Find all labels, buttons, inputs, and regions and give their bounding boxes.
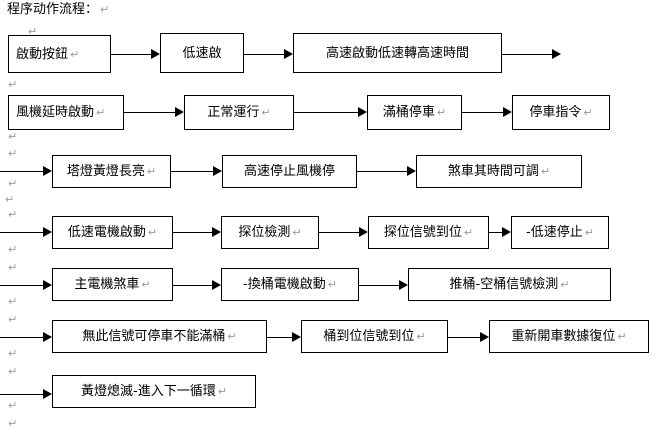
flow-node-n4[interactable]: 風機延時啟動↵ bbox=[8, 95, 124, 130]
paragraph-mark-icon: ↵ bbox=[28, 25, 38, 38]
flow-edge-n18-n19 bbox=[267, 332, 301, 343]
flow-node-n20[interactable]: 重新開車數據復位↵ bbox=[489, 320, 649, 353]
flow-edge-n13-n14 bbox=[489, 227, 511, 238]
flow-node-label: 高速啟動低速轉高速時間 bbox=[325, 45, 469, 61]
flow-node-n21[interactable]: 黃燈熄滅-進入下一循環↵ bbox=[52, 375, 256, 408]
paragraph-mark-icon: ↵ bbox=[141, 278, 151, 291]
paragraph-mark-icon: ↵ bbox=[8, 147, 18, 160]
paragraph-mark-icon: ↵ bbox=[8, 399, 18, 412]
flow-node-label: 啟動按鈕 bbox=[16, 46, 69, 62]
flow-node-label: 黃燈熄滅-進入下一循環 bbox=[81, 384, 216, 399]
paragraph-mark-icon: ↵ bbox=[292, 226, 302, 239]
flow-node-label: 風機延時啟動 bbox=[16, 105, 95, 120]
flow-node-n13[interactable]: 探位信號到位↵ bbox=[368, 216, 489, 249]
paragraph-mark-icon: ↵ bbox=[8, 177, 18, 190]
flow-node-label: 桶到位信號到位 bbox=[323, 329, 415, 344]
flow-node-n2[interactable]: 低速啟 bbox=[160, 33, 244, 73]
flow-edge-n15-n16 bbox=[173, 280, 221, 291]
paragraph-mark-icon: ↵ bbox=[8, 208, 18, 221]
paragraph-mark-icon: ↵ bbox=[8, 261, 18, 274]
flow-edge-n12-n13 bbox=[319, 227, 368, 238]
flow-node-n3[interactable]: 高速啟動低速轉高速時間 bbox=[293, 33, 502, 73]
flow-node-label: 塔燈黃燈長亮 bbox=[66, 164, 145, 179]
flow-node-n9[interactable]: 高速停止風機停 bbox=[222, 155, 357, 188]
flow-node-n14[interactable]: -低速停止↵ bbox=[511, 216, 609, 249]
flow-edge-n5-n6 bbox=[294, 107, 367, 118]
flow-edge-in-n8 bbox=[0, 166, 52, 177]
flow-node-n5[interactable]: 正常運行↵ bbox=[184, 95, 294, 130]
flow-node-label: 探位信號到位 bbox=[383, 225, 462, 240]
paragraph-mark-icon: ↵ bbox=[146, 165, 157, 178]
paragraph-mark-icon: ↵ bbox=[8, 78, 18, 91]
flow-edge-in-n18 bbox=[0, 332, 52, 343]
flow-node-label: -換桶電機啟動 bbox=[243, 277, 326, 292]
flow-node-n19[interactable]: 桶到位信號到位↵ bbox=[301, 320, 448, 353]
flow-edge-n3-out bbox=[502, 49, 562, 60]
flow-node-label: -低速停止 bbox=[526, 225, 583, 240]
paragraph-mark-icon: ↵ bbox=[8, 313, 18, 326]
flow-node-label: 主電機煞車 bbox=[74, 277, 140, 292]
paragraph-mark-icon: ↵ bbox=[327, 278, 337, 291]
flow-node-n6[interactable]: 滿桶停車↵ bbox=[367, 95, 462, 130]
page-title-text: 程序动作流程： bbox=[7, 2, 99, 17]
paragraph-mark-icon: ↵ bbox=[583, 106, 593, 119]
flow-node-n12[interactable]: 探位檢測↵ bbox=[221, 216, 319, 249]
flow-edge-n11-n12 bbox=[173, 227, 221, 238]
page-title: 程序动作流程：↵ bbox=[7, 2, 109, 18]
flow-edge-n9-n10 bbox=[357, 166, 416, 177]
flow-edge-n2-n3 bbox=[244, 49, 293, 60]
paragraph-mark-icon: ↵ bbox=[8, 347, 18, 360]
paragraph-mark-icon: ↵ bbox=[463, 226, 474, 239]
flow-node-n15[interactable]: 主電機煞車↵ bbox=[52, 268, 173, 301]
flow-node-label: 推桶-空桶信號檢測 bbox=[449, 277, 559, 292]
paragraph-mark-icon: ↵ bbox=[147, 226, 158, 239]
paragraph-mark-icon: ↵ bbox=[261, 106, 271, 119]
flow-edge-n1-n2 bbox=[111, 49, 160, 60]
flow-node-n18[interactable]: 無此信號可停車不能滿桶↵ bbox=[52, 320, 267, 353]
paragraph-mark-icon: ↵ bbox=[96, 106, 106, 119]
flow-node-label: 探位檢測 bbox=[238, 225, 291, 240]
flow-node-label: 無此信號可停車不能滿桶 bbox=[82, 329, 226, 344]
flow-edge-in-n11 bbox=[0, 227, 52, 238]
flow-edge-n4-n5 bbox=[124, 107, 184, 118]
paragraph-mark-icon: ↵ bbox=[8, 130, 18, 143]
flow-node-label: 低速電機啟動 bbox=[67, 225, 146, 240]
paragraph-mark-icon: ↵ bbox=[70, 47, 80, 61]
flow-node-label: 正常運行 bbox=[207, 105, 260, 120]
paragraph-mark-icon: ↵ bbox=[584, 226, 594, 239]
paragraph-mark-icon: ↵ bbox=[436, 106, 447, 119]
paragraph-mark-icon: ↵ bbox=[617, 330, 627, 343]
paragraph-mark-icon: ↵ bbox=[100, 3, 110, 16]
flow-edge-in-n15 bbox=[0, 280, 52, 291]
flow-node-n1[interactable]: 啟動按鈕↵ bbox=[8, 35, 111, 73]
flow-node-n8[interactable]: 塔燈黃燈長亮↵ bbox=[52, 155, 171, 188]
flow-edge-n6-n7 bbox=[462, 107, 512, 118]
flow-node-n10[interactable]: 煞車其時間可調↵ bbox=[416, 155, 582, 188]
flow-edge-n16-n17 bbox=[359, 280, 408, 291]
flow-edge-n8-n9 bbox=[171, 166, 222, 177]
flow-node-label: 停車指令 bbox=[529, 105, 582, 120]
paragraph-mark-icon: ↵ bbox=[8, 243, 18, 256]
flow-node-n7[interactable]: 停車指令↵ bbox=[512, 95, 610, 130]
flow-node-n16[interactable]: -換桶電機啟動↵ bbox=[221, 268, 359, 301]
flow-node-label: 滿桶停車 bbox=[382, 105, 435, 120]
paragraph-mark-icon: ↵ bbox=[540, 165, 551, 178]
paragraph-mark-icon: ↵ bbox=[217, 385, 227, 398]
paragraph-mark-icon: ↵ bbox=[8, 365, 18, 378]
flow-node-n17[interactable]: 推桶-空桶信號檢測↵ bbox=[408, 268, 611, 301]
paragraph-mark-icon: ↵ bbox=[8, 417, 18, 430]
paragraph-mark-icon: ↵ bbox=[5, 193, 15, 206]
paragraph-mark-icon: ↵ bbox=[227, 330, 237, 343]
flow-edge-in-n21 bbox=[0, 389, 52, 400]
paragraph-mark-icon: ↵ bbox=[560, 278, 570, 291]
flow-edge-n19-n20 bbox=[448, 332, 489, 343]
flow-node-label: 低速啟 bbox=[182, 45, 222, 61]
paragraph-mark-icon: ↵ bbox=[416, 330, 426, 343]
flow-node-n11[interactable]: 低速電機啟動↵ bbox=[52, 216, 173, 249]
paragraph-mark-icon: ↵ bbox=[8, 295, 18, 308]
flow-node-label: 重新開車數據復位 bbox=[511, 329, 616, 344]
flow-node-label: 煞車其時間可調 bbox=[447, 164, 539, 179]
flow-node-label: 高速停止風機停 bbox=[243, 164, 335, 179]
